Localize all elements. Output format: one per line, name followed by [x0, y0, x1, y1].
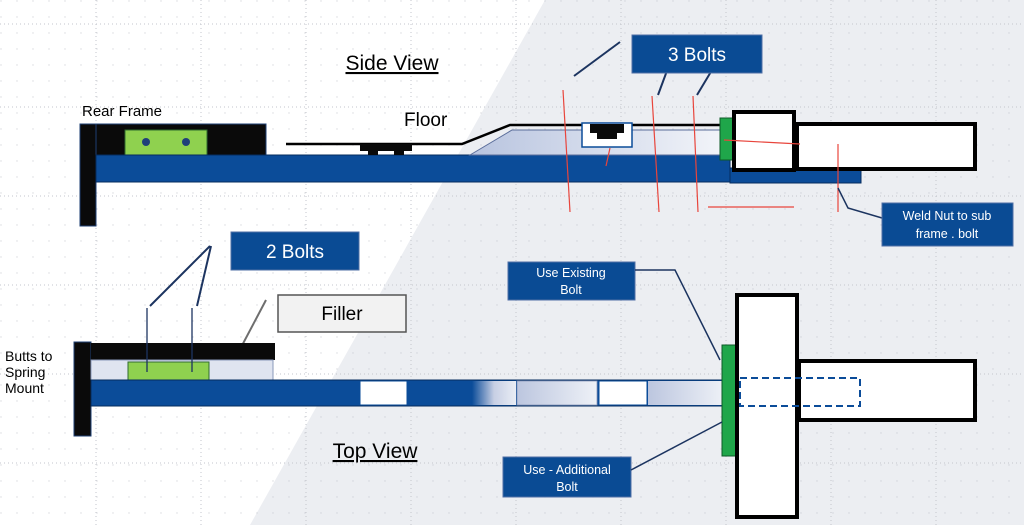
side-green-block [719, 117, 735, 161]
additional-bolt-line2: Bolt [556, 480, 578, 494]
top-view-title: Top View [333, 440, 419, 463]
existing-bolt-leader [635, 269, 721, 361]
top-receiver-tube [797, 359, 977, 422]
weld-nut-callout-line1: Weld Nut to sub [903, 209, 992, 223]
side-bracket [581, 122, 633, 148]
rear-frame-label: Rear Frame [82, 103, 162, 120]
two-bolts-leader-right [196, 245, 212, 307]
additional-bolt-line1: Use - Additional [523, 463, 611, 477]
side-main-rail [95, 154, 731, 183]
side-view: Side View Rear Frame Floor [79, 34, 1014, 247]
side-view-title: Side View [345, 52, 439, 75]
weld-nut-callout-box [881, 202, 1014, 247]
two-bolts-callout-text: 2 Bolts [266, 242, 324, 263]
butts-label-line2: Spring [5, 364, 45, 380]
top-rail-window-1 [359, 380, 408, 406]
side-green-plate [124, 129, 208, 156]
additional-bolt-callout-box [502, 456, 632, 498]
side-receiver-tube [795, 122, 977, 171]
butts-label-line1: Butts to [5, 348, 53, 364]
additional-bolt-leader [630, 421, 723, 471]
three-bolts-callout-text: 3 Bolts [668, 45, 726, 66]
top-frame-end-post [73, 341, 92, 437]
side-bolt-lines [562, 89, 839, 213]
weld-nut-callout-line2: frame . bolt [916, 227, 979, 241]
filler-callout-box [277, 294, 407, 333]
top-view: Top View 2 Bolts Filler Butts to Spring … [5, 231, 977, 519]
top-rear-frame-bar [91, 343, 275, 360]
butts-label-line3: Mount [5, 380, 44, 396]
two-bolts-leader-left [149, 245, 211, 307]
existing-bolt-callout-box [507, 261, 636, 301]
top-hidden-sub-frame [739, 377, 861, 407]
existing-bolt-line2: Bolt [560, 283, 582, 297]
top-rail-gradient-3 [648, 381, 724, 405]
top-rail-window-2 [598, 380, 648, 406]
top-rail-gradient-2 [516, 380, 598, 406]
floor-clip [360, 144, 412, 155]
top-green-block [721, 344, 737, 457]
three-bolts-leader-left [573, 41, 621, 77]
filler-callout-text: Filler [321, 304, 363, 325]
two-bolts-callout-box [230, 231, 360, 271]
floor-label: Floor [404, 110, 448, 131]
existing-bolt-line1: Use Existing [536, 266, 606, 280]
weld-nut-leader [837, 187, 883, 219]
three-bolts-leader-right [696, 69, 713, 96]
three-bolts-callout-box [631, 34, 763, 74]
top-rail-gradient-1 [472, 381, 516, 405]
